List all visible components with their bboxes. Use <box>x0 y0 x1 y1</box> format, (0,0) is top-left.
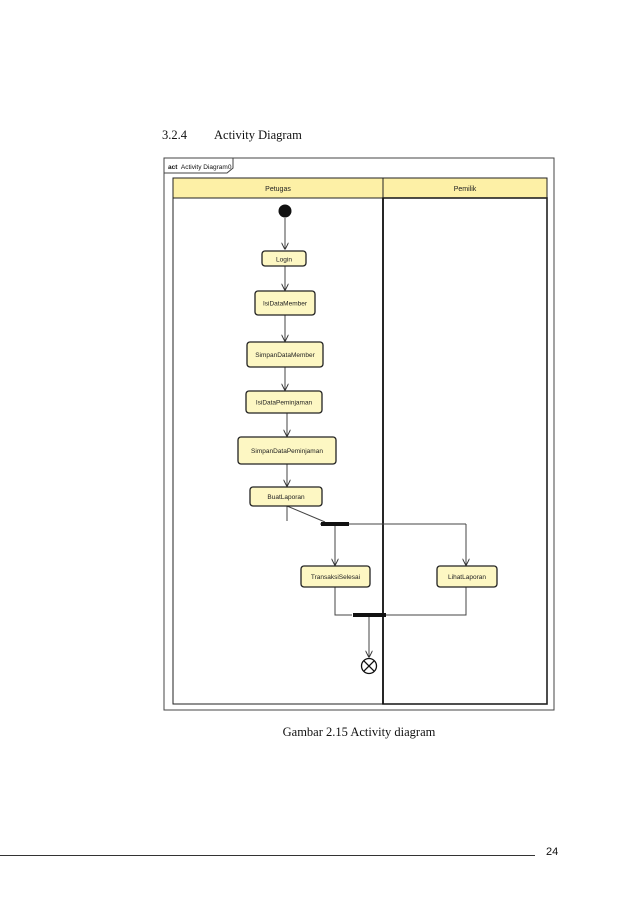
lane-label-petugas: Petugas <box>265 186 291 193</box>
initial-node <box>278 204 292 218</box>
action-label-login: Login <box>276 257 292 264</box>
action-label-simpandatapeminjaman: SimpanDataPeminjaman <box>251 448 323 455</box>
action-label-isidatapeminjaman: IsiDataPeminjaman <box>256 400 313 407</box>
flow-final-node <box>360 657 378 675</box>
section-title: Activity Diagram <box>214 128 302 142</box>
action-transaksiselesai: TransaksiSelesai <box>300 565 371 588</box>
section-number: 3.2.4 <box>162 128 187 142</box>
lane-label-pemilik: Pemilik <box>454 186 477 193</box>
svg-text:act Activity Diagram0: act Activity Diagram0 <box>168 164 232 171</box>
footer-divider <box>0 855 535 856</box>
action-lihatlaporan: LihatLaporan <box>436 565 498 588</box>
figure-caption: Gambar 2.15 Activity diagram <box>282 725 436 739</box>
join-bar <box>353 613 386 617</box>
action-isidatapeminjaman: IsiDataPeminjaman <box>245 390 323 414</box>
action-login: Login <box>261 250 307 267</box>
action-isidatamember: IsiDataMember <box>254 290 316 316</box>
action-buatlaporan: BuatLaporan <box>249 486 323 507</box>
action-label-lihatlaporan: LihatLaporan <box>448 574 486 581</box>
fork-bar <box>321 522 349 526</box>
action-label-buatlaporan: BuatLaporan <box>267 494 305 501</box>
frame-label-tab <box>163 157 234 174</box>
section-heading: 3.2.4 Activity Diagram <box>162 128 302 143</box>
frame-label-keyword: act <box>168 164 178 171</box>
frame-label-name: Activity Diagram0 <box>181 164 232 171</box>
action-label-simpandatamember: SimpanDataMember <box>255 352 315 359</box>
action-label-isidatamember: IsiDataMember <box>263 301 308 308</box>
action-simpandatamember: SimpanDataMember <box>246 341 324 368</box>
action-label-transaksiselesai: TransaksiSelesai <box>311 574 360 581</box>
page-number: 24 <box>546 846 559 858</box>
diagram-frame <box>163 157 555 711</box>
action-simpandatapeminjaman: SimpanDataPeminjaman <box>237 436 337 465</box>
